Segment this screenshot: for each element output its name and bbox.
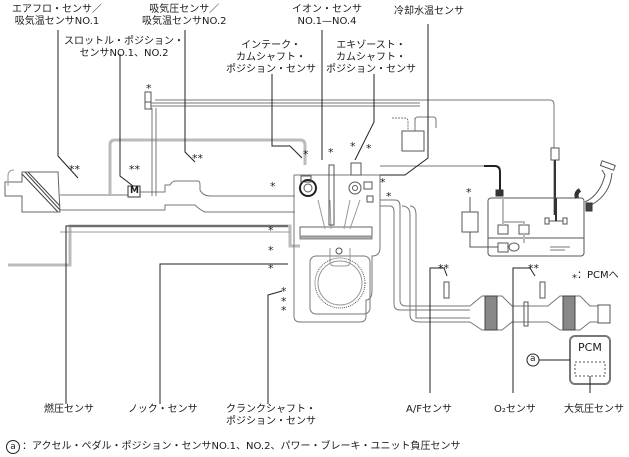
label-line: クランクシャフト・ bbox=[226, 404, 316, 415]
label-line: 吸気温センサNO.2 bbox=[142, 16, 227, 27]
svg-text:**: ** bbox=[528, 262, 540, 275]
label-line: イオン・センサ bbox=[292, 4, 362, 15]
svg-text:*: * bbox=[303, 148, 309, 161]
label-line: エキゾースト・ bbox=[336, 40, 406, 51]
footnote: a ：アクセル・ペダル・ポジション・センサNO.1、NO.2、パワー・ブレーキ・… bbox=[6, 440, 460, 454]
label-line: ポジション・センサ bbox=[226, 64, 316, 75]
svg-text:*: * bbox=[466, 186, 472, 199]
label-throttle-position-sensor: スロットル・ポジション・ センサNO.1、NO.2 bbox=[64, 36, 184, 60]
fuel-tank bbox=[487, 197, 585, 257]
label-line: 吸気圧センサ／ bbox=[149, 4, 220, 15]
pcm-label: PCM bbox=[578, 341, 602, 354]
exhaust-system bbox=[380, 199, 611, 331]
filler-neck bbox=[574, 160, 616, 212]
svg-text:*: * bbox=[366, 142, 372, 155]
svg-text:*: * bbox=[281, 304, 287, 317]
label-line: センサNO.1、NO.2 bbox=[79, 48, 169, 59]
label-line: スロットル・ポジション・ bbox=[64, 36, 184, 47]
pcm-asterisk-markers: ** ** ** * * * * * * * * * * * * * * * *… bbox=[69, 82, 540, 317]
circle-a-label: a bbox=[530, 354, 536, 364]
svg-text:**: ** bbox=[192, 152, 204, 165]
svg-text:*: * bbox=[350, 140, 356, 153]
label-line: インテーク・ bbox=[241, 40, 301, 51]
footnote-text: ：アクセル・ペダル・ポジション・センサNO.1、NO.2、パワー・ブレーキ・ユニ… bbox=[22, 441, 461, 452]
pcm-box bbox=[526, 335, 611, 393]
svg-text:*: * bbox=[146, 82, 152, 95]
throttle-motor-label: M bbox=[130, 186, 139, 196]
engine-block bbox=[293, 162, 381, 323]
svg-text:*: * bbox=[268, 224, 274, 237]
svg-text:**: ** bbox=[438, 262, 450, 275]
leader-lines bbox=[57, 24, 536, 404]
svg-text:*: * bbox=[281, 285, 287, 298]
legend: ⁎：PCMへ bbox=[572, 266, 619, 281]
asterisk-icon: ⁎ bbox=[572, 270, 577, 281]
label-line: エアフロ・センサ／ bbox=[12, 4, 102, 15]
intake-pipe bbox=[60, 180, 295, 213]
label-map-sensor: 吸気圧センサ／ 吸気温センサNO.2 bbox=[142, 4, 227, 28]
svg-text:*: * bbox=[328, 146, 334, 159]
label-line: NO.1—NO.4 bbox=[297, 16, 357, 27]
svg-text:*: * bbox=[268, 262, 274, 275]
label-intake-cam-sensor: インテーク・ カムシャフト・ ポジション・センサ bbox=[226, 40, 316, 76]
label-ion-sensor: イオン・センサ NO.1—NO.4 bbox=[292, 4, 362, 28]
svg-text:**: ** bbox=[129, 163, 141, 176]
circle-a-icon: a bbox=[6, 440, 20, 454]
canister bbox=[461, 197, 498, 248]
label-o2-sensor: O₂センサ bbox=[494, 404, 536, 415]
label-line: 冷却水温センサ bbox=[394, 6, 464, 17]
legend-text: ：PCMへ bbox=[577, 270, 619, 281]
label-knock-sensor: ノック・センサ bbox=[128, 404, 198, 415]
label-fuel-pressure-sensor: 燃圧センサ bbox=[44, 404, 94, 415]
label-line: 吸気温センサNO.1 bbox=[14, 16, 100, 27]
svg-text:*: * bbox=[270, 180, 276, 193]
label-airflow-sensor: エアフロ・センサ／ 吸気温センサNO.1 bbox=[12, 4, 102, 28]
label-crankshaft-position-sensor: クランクシャフト・ ポジション・センサ bbox=[226, 404, 316, 428]
label-line: ポジション・センサ bbox=[326, 64, 416, 75]
label-exhaust-cam-sensor: エキゾースト・ カムシャフト・ ポジション・センサ bbox=[326, 40, 416, 76]
label-line: ポジション・センサ bbox=[226, 416, 316, 427]
air-cleaner bbox=[4, 171, 61, 213]
label-barometric-sensor: 大気圧センサ bbox=[564, 404, 624, 415]
svg-text:*: * bbox=[386, 190, 392, 203]
coolant-reservoir bbox=[392, 116, 437, 152]
svg-text:*: * bbox=[380, 176, 386, 189]
svg-text:*: * bbox=[281, 295, 287, 308]
label-line: カムシャフト・ bbox=[236, 52, 306, 63]
svg-text:*: * bbox=[268, 244, 274, 257]
label-af-sensor: A/Fセンサ bbox=[406, 404, 452, 415]
label-line: カムシャフト・ bbox=[336, 52, 406, 63]
purge-valve bbox=[144, 91, 420, 196]
label-coolant-temp-sensor: 冷却水温センサ bbox=[394, 6, 464, 18]
svg-text:**: ** bbox=[69, 163, 81, 176]
